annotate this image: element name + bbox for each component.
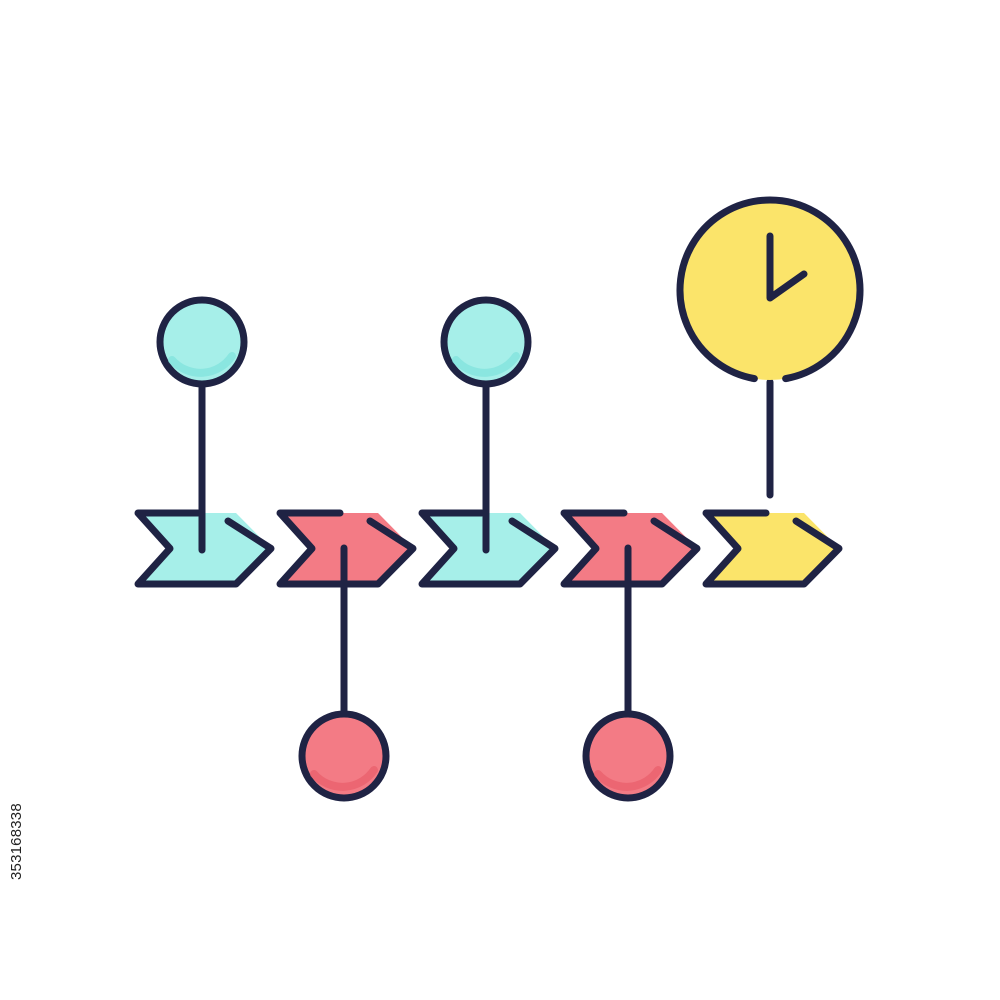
chevron-step-5-outline: [702, 509, 843, 588]
clock-icon: [676, 196, 864, 383]
clock-hands: [766, 232, 808, 302]
pin-shade-3: [452, 352, 520, 377]
pin-shade-2: [310, 766, 378, 791]
chevron-step-1-outline: [134, 509, 275, 588]
chevron-step-2-outline: [276, 509, 417, 588]
stock-id-watermark: 353168338: [8, 803, 25, 880]
pin-shade-1: [168, 352, 236, 377]
chevron-step-3-outline: [418, 509, 559, 588]
pin-shade-4: [594, 766, 662, 791]
chevron-step-4-outline: [560, 509, 701, 588]
